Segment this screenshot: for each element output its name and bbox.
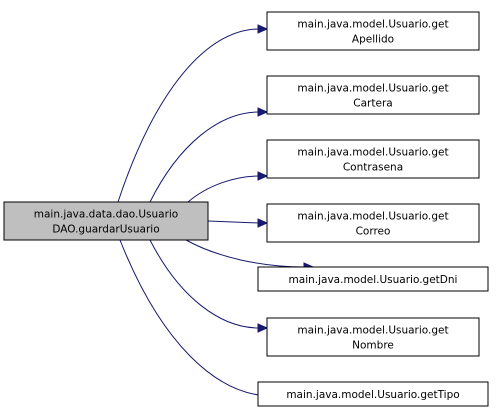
edge-arrowhead-getContrasena bbox=[257, 171, 269, 181]
target-node-getApellido-label-line-2: Apellido bbox=[352, 34, 394, 46]
target-node-getContrasena-label-line-1: main.java.model.Usuario.get bbox=[297, 147, 448, 159]
target-node-getApellido-label-line-1: main.java.model.Usuario.get bbox=[297, 19, 448, 31]
target-node-getCorreo-label-line-1: main.java.model.Usuario.get bbox=[297, 211, 448, 223]
target-node-getTipo-label-line-1: main.java.model.Usuario.getTipo bbox=[286, 389, 459, 401]
target-node-getNombre-box bbox=[266, 317, 480, 357]
edge-to-getDni bbox=[185, 239, 306, 268]
source-node-label-line-2: DAO.guardarUsuario bbox=[52, 224, 159, 236]
source-node-box bbox=[3, 201, 209, 241]
target-node-getDni-label-line-1: main.java.model.Usuario.getDni bbox=[289, 274, 458, 286]
target-node-getApellido-box bbox=[266, 11, 480, 51]
target-node-getTipo[interactable]: main.java.model.Usuario.getTipo bbox=[257, 381, 489, 407]
target-node-getNombre-label-line-1: main.java.model.Usuario.get bbox=[297, 325, 448, 337]
target-node-getCorreo-box bbox=[266, 203, 480, 243]
edge-arrowhead-getApellido bbox=[257, 24, 269, 34]
target-node-getCartera-box bbox=[266, 75, 480, 115]
edge-to-getNombre bbox=[149, 239, 260, 329]
source-node-label-line-1: main.java.data.dao.Usuario bbox=[34, 209, 178, 221]
edge-arrowhead-getNombre bbox=[257, 323, 269, 333]
edge-to-getCartera bbox=[149, 111, 260, 203]
edge-to-getApellido bbox=[117, 28, 260, 203]
target-node-getCartera-label-line-1: main.java.model.Usuario.get bbox=[297, 83, 448, 95]
target-node-getCartera-label-line-2: Cartera bbox=[353, 98, 392, 110]
edge-to-getTipo bbox=[119, 239, 273, 397]
edge-arrowhead-getCorreo bbox=[257, 218, 269, 228]
target-node-getNombre-label-line-2: Nombre bbox=[352, 340, 394, 352]
edge-to-getContrasena bbox=[187, 175, 260, 203]
source-node[interactable]: main.java.data.dao.UsuarioDAO.guardarUsu… bbox=[3, 201, 209, 241]
target-node-getCorreo-label-line-2: Correo bbox=[356, 226, 391, 238]
edge-to-getCorreo bbox=[207, 220, 260, 224]
edge-arrowhead-getCartera bbox=[257, 107, 269, 117]
target-node-getContrasena-box bbox=[266, 139, 480, 179]
target-node-getContrasena-label-line-2: Contrasena bbox=[343, 162, 403, 174]
target-node-getTipo-box bbox=[257, 381, 489, 407]
nodes-layer: main.java.data.dao.UsuarioDAO.guardarUsu… bbox=[3, 11, 489, 407]
target-node-getDni-box bbox=[257, 266, 489, 292]
target-node-getDni[interactable]: main.java.model.Usuario.getDni bbox=[257, 266, 489, 292]
